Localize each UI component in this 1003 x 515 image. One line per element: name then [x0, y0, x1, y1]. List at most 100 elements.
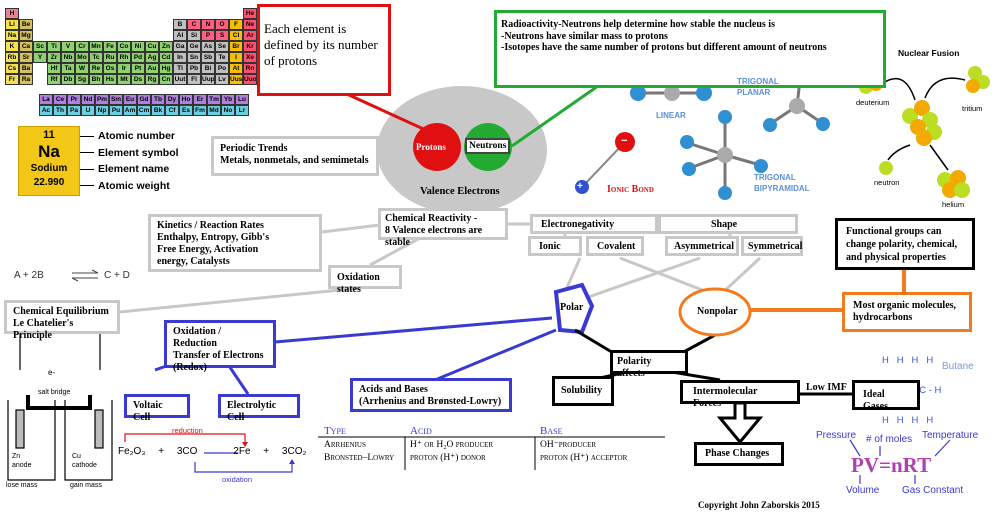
element-cell: Lr — [235, 105, 249, 116]
valence-electrons-label: Valence Electrons — [420, 186, 500, 197]
element-cell: Tl — [173, 63, 187, 74]
element-cell: Al — [173, 30, 187, 41]
element-cell: Hs — [103, 74, 117, 85]
equilibrium-right: C + D — [104, 270, 130, 281]
polar-shape — [553, 282, 595, 335]
element-cell: Gd — [137, 94, 151, 105]
element-cell: P — [201, 30, 215, 41]
element-cell: H — [5, 8, 19, 19]
element-name: Sodium — [30, 163, 68, 174]
redox-box: Oxidation / Reduction Transfer of Electr… — [164, 320, 276, 373]
element-cell: Am — [123, 105, 137, 116]
zn-anode-label: Zn anode — [12, 453, 32, 469]
element-cell: Cu — [145, 41, 159, 52]
acid-base-table: Type Acid Base Arrhenius H⁺ or H₂O produ… — [318, 424, 633, 464]
anion-atom — [615, 132, 635, 152]
element-cell: Np — [95, 105, 109, 116]
low-imf-label: Low IMF — [806, 382, 847, 393]
element-cell: Cl — [229, 30, 243, 41]
deuterium-label: deuterium — [856, 98, 890, 107]
element-cell: Mt — [117, 74, 131, 85]
element-cell: Pd — [131, 52, 145, 63]
shape-box: Shape — [658, 214, 798, 234]
element-cell: Zr — [47, 52, 61, 63]
protons-defined-box: Each element is defined by its number of… — [257, 4, 391, 96]
element-cell: K — [5, 41, 19, 52]
element-cell: Bk — [151, 105, 165, 116]
element-cell: Er — [193, 94, 207, 105]
element-cell: Mg — [19, 30, 33, 41]
element-cell: Ne — [243, 19, 257, 30]
linear-molecule — [630, 85, 712, 101]
element-cell: Rb — [5, 52, 19, 63]
tritium-label: tritium — [962, 104, 983, 113]
radioactivity-box: Radioactivity-Neutrons help determine ho… — [494, 10, 886, 88]
element-cell: Bi — [201, 63, 215, 74]
fusion-drawing — [859, 66, 990, 198]
element-cell: N — [201, 19, 215, 30]
moles-label: # of moles — [866, 434, 913, 445]
nonpolar-label: Nonpolar — [697, 306, 738, 317]
element-cell: Br — [229, 41, 243, 52]
electron-label: e- — [48, 368, 56, 377]
atomic-number: 11 — [43, 129, 55, 141]
element-cell: Na — [5, 30, 19, 41]
element-cell: Cd — [159, 52, 173, 63]
copyright: Copyright John Zaborskis 2015 — [698, 500, 820, 510]
element-cell: Ag — [145, 52, 159, 63]
element-cell: Hf — [47, 63, 61, 74]
protons-ball — [413, 123, 461, 171]
element-cell: As — [201, 41, 215, 52]
element-cell: Ca — [19, 41, 33, 52]
redox-arrows — [124, 433, 295, 473]
minus-sign: − — [621, 135, 628, 147]
element-cell: Ru — [103, 52, 117, 63]
element-cell: Uup — [201, 74, 215, 85]
element-cell: Bh — [89, 74, 103, 85]
voltaic-cell-box: Voltaic Cell — [124, 394, 190, 423]
orange-connectors — [750, 268, 906, 312]
element-cell: Cf — [165, 105, 179, 116]
phase-arrow — [716, 401, 764, 445]
element-cell: V — [61, 41, 75, 52]
element-cell: Sb — [201, 52, 215, 63]
element-cell: Nd — [81, 94, 95, 105]
atom-ellipse — [377, 86, 547, 214]
element-cell: Rn — [243, 63, 257, 74]
element-cell: Ga — [173, 41, 187, 52]
element-weight: 22.990 — [33, 177, 65, 188]
organic-molecules-box: Most organic molecules, hydrocarbons — [842, 292, 972, 332]
reduction-label: reduction — [172, 426, 203, 435]
element-cell: Li — [5, 19, 19, 30]
element-cell: Th — [53, 105, 67, 116]
gain-mass-label: gain mass — [70, 482, 102, 489]
element-cell: Se — [215, 41, 229, 52]
ionic-bond-label: Ionic Bond — [607, 184, 654, 195]
element-cell: Sn — [187, 52, 201, 63]
element-cell: Hg — [159, 63, 173, 74]
element-cell: Ta — [61, 63, 75, 74]
element-cell: Rg — [145, 74, 159, 85]
gray-connectors — [119, 146, 762, 314]
element-cell: S — [215, 30, 229, 41]
chemical-reactivity-box: Chemical Reactivity - 8 Valence electron… — [378, 208, 508, 248]
element-cell: Si — [187, 30, 201, 41]
electronegativity-box: Electronegativity — [530, 214, 658, 234]
gas-constant-label: Gas Constant — [902, 485, 964, 496]
element-cell: Sg — [75, 74, 89, 85]
element-cell: Ba — [19, 63, 33, 74]
element-cell: Cn — [159, 74, 173, 85]
oxidation-states-box: Oxidation states — [328, 265, 402, 295]
electrolytic-cell-box: Electrolytic Cell — [218, 394, 300, 423]
element-cell: Kr — [243, 41, 257, 52]
element-cell: Cr — [75, 41, 89, 52]
element-cell: Ac — [39, 105, 53, 116]
element-cell: Db — [61, 74, 75, 85]
element-cell: Xe — [243, 52, 257, 63]
element-cell: Fe — [103, 41, 117, 52]
element-cell: No — [221, 105, 235, 116]
element-cell: Ds — [131, 74, 145, 85]
kinetics-box: Kinetics / Reaction Rates Enthalpy, Entr… — [148, 214, 322, 272]
element-cell: Mn — [89, 41, 103, 52]
